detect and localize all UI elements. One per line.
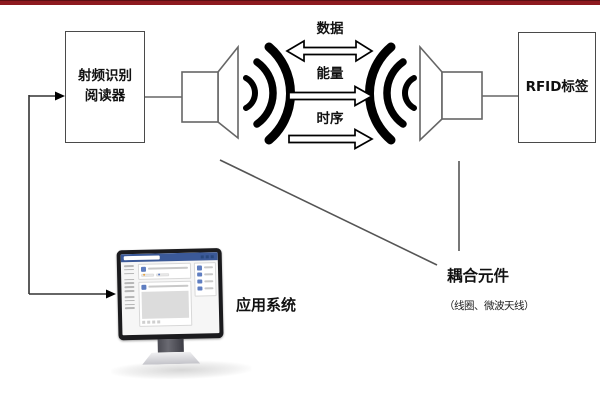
signal-label-energy: 能量: [316, 66, 344, 82]
app-connector-line: [28, 91, 116, 299]
timing-arrow: [288, 128, 374, 150]
screen-body: [121, 260, 220, 335]
screen-sidebar: [121, 262, 139, 335]
rfid-reader-box: 射频识别 阅读器: [65, 31, 145, 143]
screen-contacts-panel: [192, 260, 220, 334]
monitor-screen: [120, 252, 220, 336]
screen-post-card: [138, 280, 193, 327]
screen-image-placeholder: [141, 290, 190, 319]
coupling-element-sublabel: （线圈、微波天线）: [444, 300, 535, 312]
app-system-label: 应用系统: [236, 296, 297, 314]
radio-waves-left-icon: [243, 42, 295, 145]
screen-search-bar: [123, 255, 160, 261]
top-accent-bar: [0, 0, 600, 5]
rfid-tag-box: RFID标签: [518, 32, 596, 143]
radio-waves-right-icon: [365, 42, 417, 145]
screen-header-chip: [200, 254, 204, 258]
application-system-monitor: [104, 241, 253, 384]
screen-composer-card: [137, 262, 192, 280]
screen-header-chip: [205, 254, 209, 258]
left-horn-antenna-icon: [181, 44, 239, 140]
data-double-arrow: [285, 39, 374, 63]
reader-label-line1: 射频识别: [78, 68, 132, 85]
screen-feed: [137, 261, 194, 335]
rfid-tag-label: RFID标签: [525, 78, 589, 95]
signal-label-timing: 时序: [316, 111, 344, 127]
energy-arrow: [288, 85, 374, 107]
monitor-stand-base: [142, 352, 200, 365]
reader-label-line2: 阅读器: [84, 88, 126, 104]
signal-label-data: 数据: [316, 21, 344, 37]
monitor-stand-neck: [157, 338, 184, 353]
screen-header-chip: [210, 254, 214, 258]
coupling-element-label: 耦合元件: [446, 267, 509, 285]
coupling-pointer-diagonal-line: [219, 159, 438, 266]
right-horn-antenna-icon: [419, 44, 483, 142]
